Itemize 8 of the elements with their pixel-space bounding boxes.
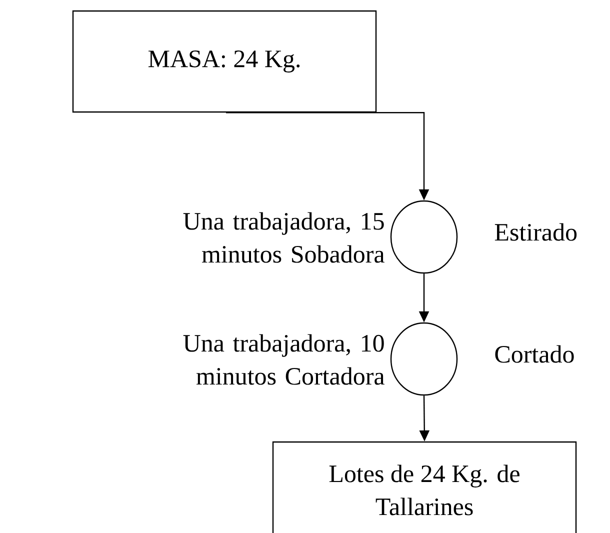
side-note: Una trabajadora, 10 minutos Cortadora (183, 334, 384, 385)
operation-name: Cortado (495, 345, 574, 363)
side-note: Una trabajadora, 15 minutos Sobadora (183, 212, 384, 263)
process-box: MASA: 24 Kg. (72, 10, 377, 113)
operation-circle (390, 200, 458, 274)
operation-name: Estirado (494, 223, 577, 241)
operation-circle (390, 322, 458, 396)
process-box: Lotes de 24 Kg. de Tallarines (272, 441, 577, 533)
